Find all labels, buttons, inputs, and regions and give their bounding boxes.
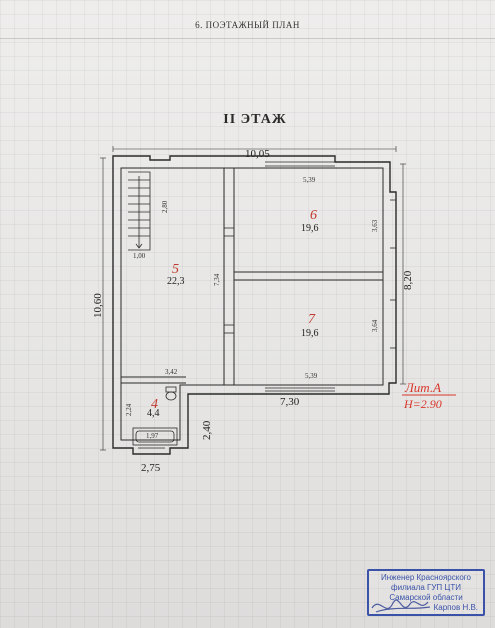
signature <box>371 599 431 613</box>
inner-wall <box>120 167 384 441</box>
room-7-number: 7 <box>308 312 315 327</box>
toilet <box>165 386 177 401</box>
annotation-litera: Лит.А <box>405 380 442 395</box>
dimension-room7-right: 3,64 <box>371 319 379 332</box>
engineer-stamp: Инженер Красноярского филиала ГУП ЦТИ Са… <box>367 569 485 616</box>
dimension-left-total: 10,60 <box>92 293 104 318</box>
dimension-right-total: 8,20 <box>402 270 414 290</box>
section-header: 6. ПОЭТАЖНЫЙ ПЛАН <box>195 20 300 30</box>
dimension-stair-width: 1,00 <box>133 252 146 260</box>
bathtub <box>132 427 178 446</box>
dimension-room5-bottom: 3,42 <box>165 368 178 376</box>
dimension-room7-bottom: 5,39 <box>305 372 318 380</box>
room-6-number: 6 <box>310 208 317 223</box>
room-6-area: 19,6 <box>301 223 319 234</box>
dimension-room4-left: 2,24 <box>125 403 133 416</box>
room-5-area: 22,3 <box>167 276 185 287</box>
dimension-bottom-main: 7,30 <box>280 396 300 408</box>
stamp-line-4: Карпов Н.В. <box>433 603 478 612</box>
dimension-room6-top: 5,39 <box>303 176 316 184</box>
dimension-room6-right: 3,63 <box>371 219 379 232</box>
dimension-room5-right: 7,34 <box>213 273 221 286</box>
dimension-bottom-small: 2,75 <box>141 462 161 474</box>
stamp-line-2: филиала ГУП ЦТИ <box>391 583 461 592</box>
dimension-stair-length: 2,80 <box>161 200 169 213</box>
annotation-height: Н=2.90 <box>404 397 442 411</box>
header-divider <box>0 38 495 39</box>
room-4-number: 4 <box>151 397 158 412</box>
dimension-bath-length: 1,97 <box>146 432 159 440</box>
room-7-area: 19,6 <box>301 328 319 339</box>
room-5-number: 5 <box>172 262 179 277</box>
stamp-line-3: Самарской области <box>389 593 463 602</box>
dimension-small-room-right: 2,40 <box>201 420 213 440</box>
staircase <box>128 171 151 251</box>
outer-wall <box>112 155 397 455</box>
dimension-top-total: 10,05 <box>245 148 270 160</box>
stamp-line-1: Инженер Красноярского <box>381 573 471 582</box>
room-4-area: 4,4 <box>147 408 160 419</box>
floor-title: II ЭТАЖ <box>223 112 287 127</box>
